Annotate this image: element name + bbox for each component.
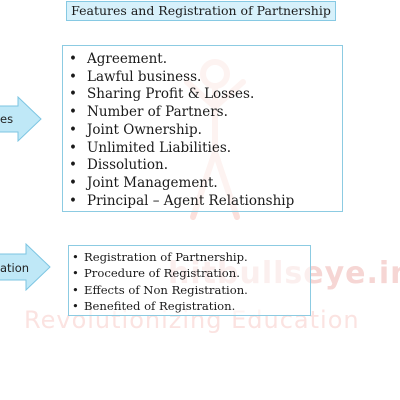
list-item: • Unlimited Liabilities.: [69, 140, 342, 158]
list-item-text: Benefited of Registration.: [84, 298, 236, 313]
list-item-text: Unlimited Liabilities.: [87, 139, 232, 156]
list-item-text: Dissolution.: [87, 157, 168, 174]
list-item: • Joint Ownership.: [69, 122, 342, 140]
bullet-icon: •: [69, 104, 77, 121]
bullet-icon: •: [69, 139, 77, 156]
registration-list: • Registration of Partnership. • Procedure …: [72, 249, 310, 314]
list-item: • Procedure of Registration.: [72, 265, 310, 281]
list-item: • Joint Management.: [69, 175, 342, 193]
list-item: • Dissolution.: [69, 157, 342, 175]
list-item: • Registration of Partnership.: [72, 249, 310, 265]
list-item-text: Agreement.: [87, 51, 168, 67]
list-item: • Effects of Non Registration.: [72, 282, 310, 298]
list-item-text: Sharing Profit & Losses.: [87, 86, 255, 103]
bullet-icon: •: [72, 282, 79, 297]
list-item-text: Lawful business.: [87, 68, 202, 85]
list-item-text: Principal – Agent Relationship: [87, 192, 295, 209]
list-item-text: Joint Ownership.: [87, 121, 202, 138]
registration-list-box: • Registration of Partnership. • Procedure …: [68, 245, 311, 316]
page-title: Features and Registration of Partnership: [66, 1, 336, 21]
list-item-text: Procedure of Registration.: [84, 266, 240, 281]
list-item-text: Effects of Non Registration.: [84, 282, 248, 297]
list-item: • Agreement.: [69, 51, 342, 69]
list-item-text: Number of Partners.: [87, 104, 228, 121]
features-list-box: • Agreement. • Lawful business. • Sharing Pro…: [62, 45, 343, 212]
bullet-icon: •: [69, 68, 77, 85]
list-item: • Principal – Agent Relationship: [69, 193, 342, 211]
registration-arrow-label: ation: [0, 261, 30, 275]
bullet-icon: •: [69, 51, 77, 67]
bullet-icon: •: [69, 192, 77, 209]
list-item-text: Joint Management.: [87, 174, 218, 191]
bullet-icon: •: [72, 266, 79, 281]
bullet-icon: •: [69, 157, 77, 174]
bullet-icon: •: [69, 174, 77, 191]
bullet-icon: •: [72, 250, 79, 264]
bullet-icon: •: [69, 121, 77, 138]
bullet-icon: •: [72, 298, 79, 313]
list-item: • Lawful business.: [69, 69, 342, 87]
features-arrow-label: es: [0, 112, 14, 126]
features-arrow-icon: [0, 96, 42, 142]
list-item: • Sharing Profit & Losses.: [69, 86, 342, 104]
bullet-icon: •: [69, 86, 77, 103]
list-item-text: Registration of Partnership.: [84, 250, 248, 264]
registration-arrow-icon: [0, 243, 51, 291]
list-item: • Number of Partners.: [69, 104, 342, 122]
features-list: • Agreement. • Lawful business. • Sharing Pro…: [69, 51, 342, 210]
list-item: • Benefited of Registration.: [72, 298, 310, 314]
